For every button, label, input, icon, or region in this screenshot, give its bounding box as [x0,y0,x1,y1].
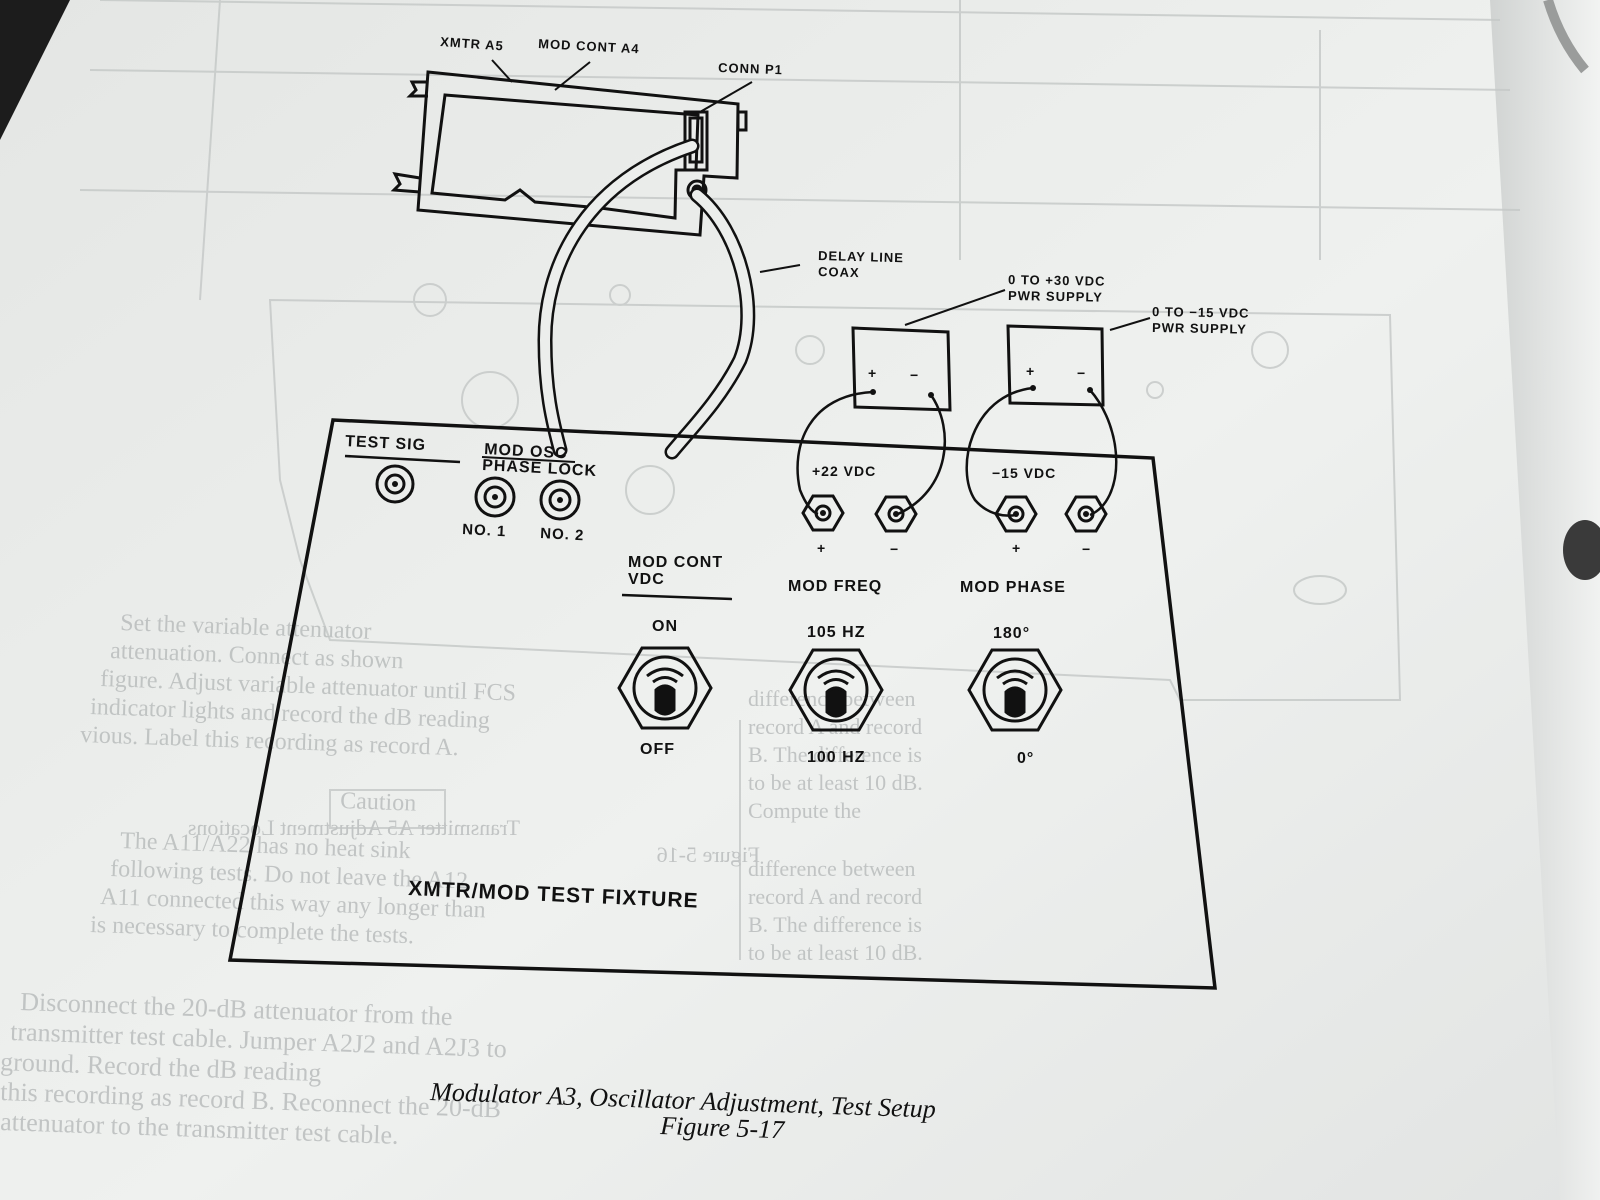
label-coax: COAX [818,264,860,280]
post-22v-minus [874,495,918,533]
jack-no2 [539,479,581,521]
supply-wires [796,386,1118,517]
jack-no1 [474,476,516,518]
label-mod-phase: MOD PHASE [960,579,1066,596]
figure-caption-number: Figure 5-17 [659,1111,786,1144]
label-phase-lock: PHASE LOCK [482,457,598,480]
label-22vdc: +22 VDC [812,463,876,479]
mod-cont-off-label: OFF [640,741,675,758]
wire-15v-plus [965,386,1034,517]
wire-22v-minus [897,394,947,516]
mod-freq-100hz: 100 HZ [807,749,865,766]
mod-phase-toggle-switch[interactable] [967,648,1063,732]
show-through-right-line: to be at least 10 dB. [748,940,923,965]
show-through-right-line: record A and record [748,884,922,909]
show-through-right-line: to be at least 10 dB. [748,770,923,795]
supply-pos-box [851,326,952,412]
show-through-right-line: B. The difference is [748,742,922,767]
phase-lock-jacks [474,476,581,521]
label-neg15vdc: −15 VDC [992,465,1056,481]
post-15v-minus-sign: − [1082,541,1091,557]
mirrored-ghost-text: Transmitter A5 Adjustment Locations [188,815,520,840]
mod-freq-105hz: 105 HZ [807,624,865,641]
label-conn-p1: CONN P1 [718,60,783,77]
test-sig-jack [375,464,415,504]
mod-cont-underline [621,593,733,601]
show-through-right-line: difference between [748,856,916,881]
mirrored-ghost-figure: Figure 5-16 [657,842,760,867]
label-mod-freq: MOD FREQ [788,578,882,595]
show-through-right-line: B. The difference is [748,912,922,937]
clip-top-left [406,80,428,98]
mod-phase-0: 0° [1017,750,1034,767]
post-15v-minus [1064,495,1108,533]
label-mod-cont-vdc: VDC [628,571,665,588]
show-through-right-line: Compute the [748,798,861,823]
show-through-right-line: record A and record [748,714,922,739]
post-22v-plus [801,494,845,532]
label-pos-supply: PWR SUPPLY [1008,288,1103,305]
power-supplies [851,324,1105,412]
supply-neg-plus: + [1026,363,1035,379]
supply-pos-plus: + [868,365,877,381]
mod-cont-on-label: ON [652,618,678,635]
module-outer-outline [416,70,740,237]
test-fixture-panel [227,418,1217,990]
module-tab [736,110,748,132]
label-xmtr-a5: XMTR A5 [440,34,504,53]
binder-ring-top [1543,0,1589,74]
supply-neg-box [1006,324,1105,407]
label-mod-osc: MOD OSC [484,441,568,462]
supply-pos-minus: − [910,367,919,383]
binding-posts [801,494,1108,533]
label-neg-supply: PWR SUPPLY [1152,320,1247,337]
wire-22v-plus [796,390,874,516]
binder-hole [1563,520,1600,580]
label-mod-cont: MOD CONT [628,554,723,571]
label-neg-supply-range: 0 TO −15 VDC [1152,304,1250,321]
label-no1: NO. 1 [462,521,507,540]
mod-phase-180: 180° [993,625,1030,642]
phase-lock-underline [481,456,576,463]
label-mod-cont-a4: MOD CONT A4 [538,36,640,56]
post-22v-plus-sign: + [817,540,826,556]
post-15v-plus [994,495,1038,533]
label-delay-line: DELAY LINE [818,248,904,265]
label-pos-supply-range: 0 TO +30 VDC [1008,272,1106,289]
module-leaders [491,59,1151,331]
supply-neg-minus: − [1077,365,1086,381]
post-15v-plus-sign: + [1012,540,1021,556]
test-sig-underline [344,454,461,464]
label-no2: NO. 2 [540,525,585,544]
label-test-sig: TEST SIG [345,433,427,454]
cables [537,138,756,460]
post-22v-minus-sign: − [890,541,899,557]
clip-bottom-left [390,172,421,194]
binder-edge [1490,0,1600,1200]
mod-freq-toggle-switch[interactable] [788,648,884,732]
mod-cont-toggle-switch[interactable] [617,646,713,730]
show-through-line: Caution [340,788,417,817]
